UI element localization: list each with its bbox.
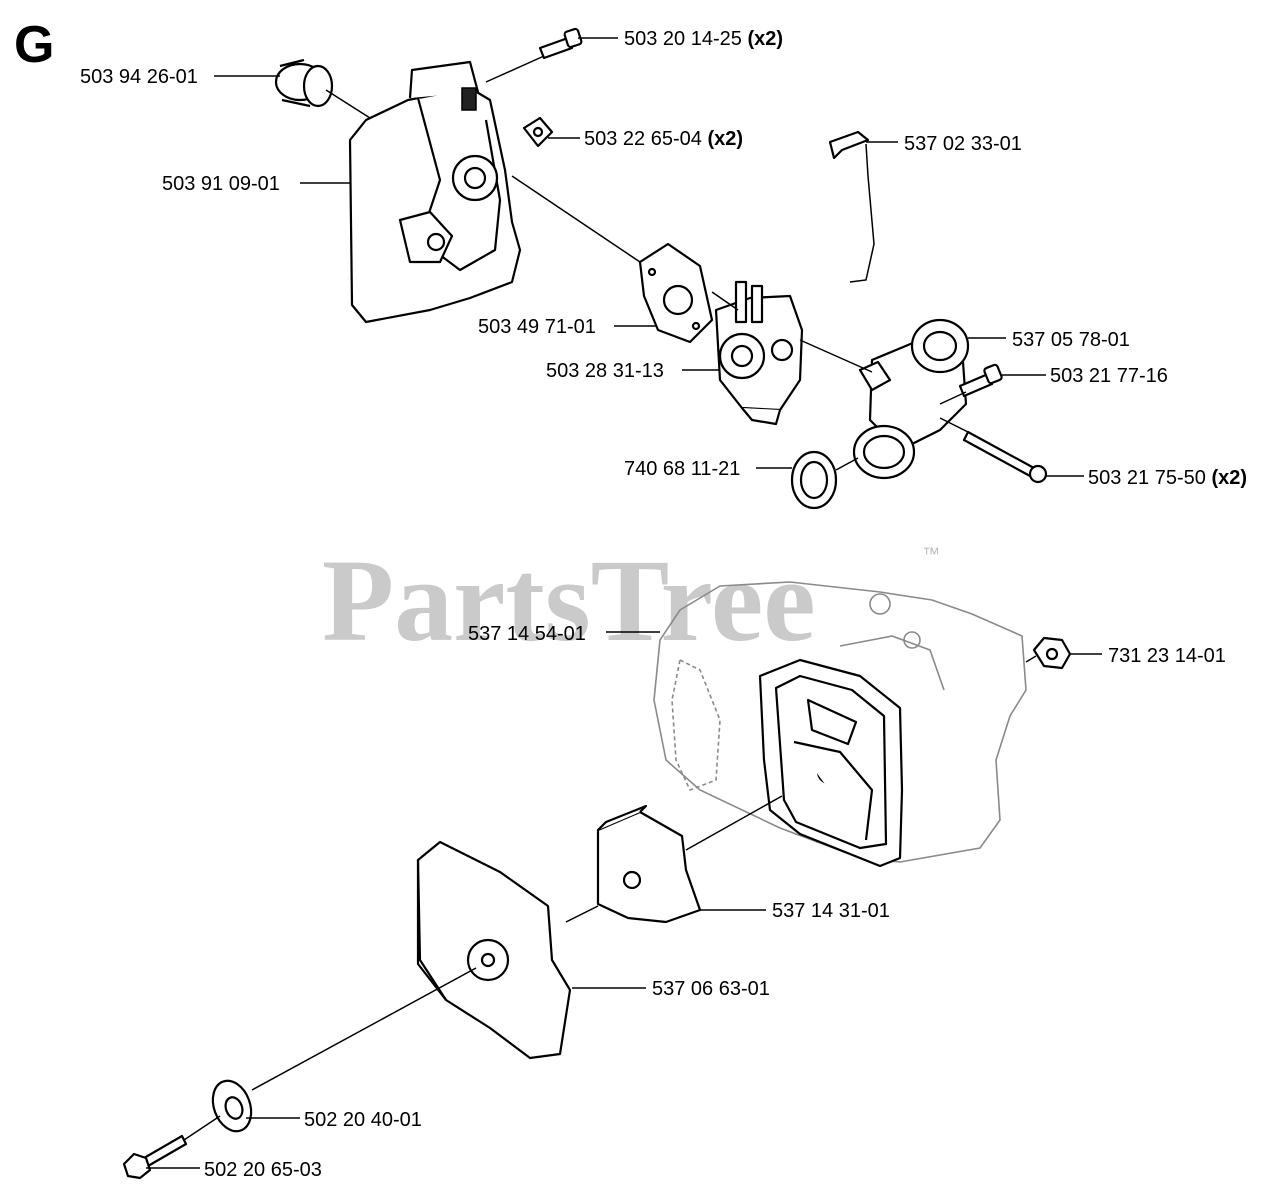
part-number-label: 503 49 71-01 (478, 316, 596, 338)
seal-ring-drawing (790, 450, 838, 510)
part-number-label: 537 05 78-01 (1012, 329, 1130, 351)
long-screw-drawing (962, 430, 1048, 484)
gasket-drawing (638, 242, 714, 344)
part-number-label: 503 21 77-16 (1050, 365, 1168, 387)
watermark-trademark: ™ (922, 544, 940, 564)
air-filter-holder-drawing (348, 60, 522, 324)
watermark: PartsTree (322, 535, 816, 666)
carburetor-drawing (714, 280, 804, 426)
part-number-label: 537 02 33-01 (904, 133, 1022, 155)
part-number-label: 502 20 65-03 (204, 1159, 322, 1181)
part-number-label: 503 91 09-01 (162, 173, 280, 195)
intake-drawing (852, 318, 970, 480)
part-number-label: 740 68 11-21 (624, 458, 740, 480)
part-number-label: 503 21 75-50 (x2) (1088, 467, 1247, 489)
filter-housing-drawing (758, 658, 904, 868)
part-number-label: 537 14 54-01 (468, 623, 586, 645)
part-number-label: 503 94 26-01 (80, 66, 198, 88)
screw-drawing (538, 27, 583, 60)
hex-nut-drawing (1032, 636, 1072, 670)
throttle-link-drawing (828, 130, 875, 283)
filter-cover-drawing (416, 840, 572, 1060)
filter-cap-drawing (274, 58, 334, 108)
part-number-label: 502 20 40-01 (304, 1109, 422, 1131)
part-number-label: 537 14 31-01 (772, 900, 890, 922)
bolt-drawing (122, 1134, 188, 1180)
part-number-label: 503 22 65-04 (x2) (584, 128, 743, 150)
short-screw-drawing (958, 363, 1003, 398)
filter-element-drawing (596, 804, 702, 924)
part-number-label: 731 23 14-01 (1108, 645, 1226, 667)
lower-axis-lines (183, 655, 1037, 1141)
square-nut-drawing (522, 116, 554, 148)
section-letter: G (14, 16, 54, 74)
part-number-label: 503 28 31-13 (546, 360, 664, 382)
knob-drawing (211, 1079, 253, 1133)
cylinder-ghost-drawing (653, 581, 1027, 863)
part-number-label: 503 20 14-25 (x2) (624, 28, 783, 50)
callouts: 503 20 14-25 (x2) 503 94 26-01 503 22 65… (80, 28, 1247, 1181)
part-number-label: 537 06 63-01 (652, 978, 770, 1000)
assembly-axis-lines (325, 55, 969, 471)
